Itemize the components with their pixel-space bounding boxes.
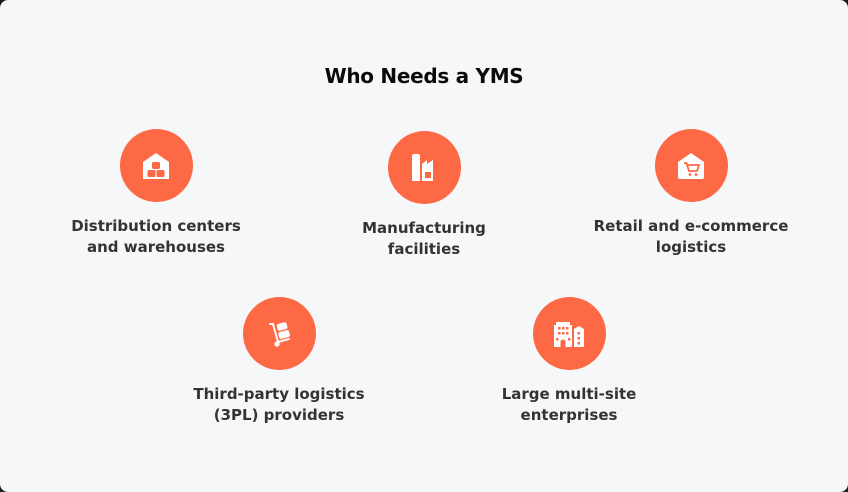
item-label: Large multi-site enterprises	[501, 385, 637, 424]
item-distribution-centers: Distribution centers and warehouses	[26, 129, 286, 258]
icon-circle	[387, 131, 461, 204]
item-label: Retail and e-commerce logistics	[593, 217, 789, 256]
item-manufacturing: Manufacturing facilities	[294, 131, 554, 260]
item-multi-site-enterprises: Large multi-site enterprises	[439, 297, 699, 426]
warehouse-boxes-icon	[143, 152, 169, 179]
item-3pl-providers: Third-party logistics (3PL) providers	[149, 297, 409, 426]
factory-icon	[412, 153, 433, 181]
hand-truck-icon	[269, 321, 290, 347]
office-buildings-icon	[554, 321, 584, 347]
item-label: Manufacturing facilities	[362, 219, 486, 258]
icon-circle	[242, 297, 316, 370]
item-label: Distribution centers and warehouses	[71, 217, 241, 256]
icon-circle	[654, 129, 728, 202]
page-title: Who Needs a YMS	[324, 64, 524, 88]
shopping-cart-store-icon	[678, 152, 704, 179]
icon-circle	[119, 129, 193, 202]
item-retail-ecommerce: Retail and e-commerce logistics	[561, 129, 821, 258]
icon-circle	[532, 297, 606, 370]
item-label: Third-party logistics (3PL) providers	[193, 385, 365, 424]
